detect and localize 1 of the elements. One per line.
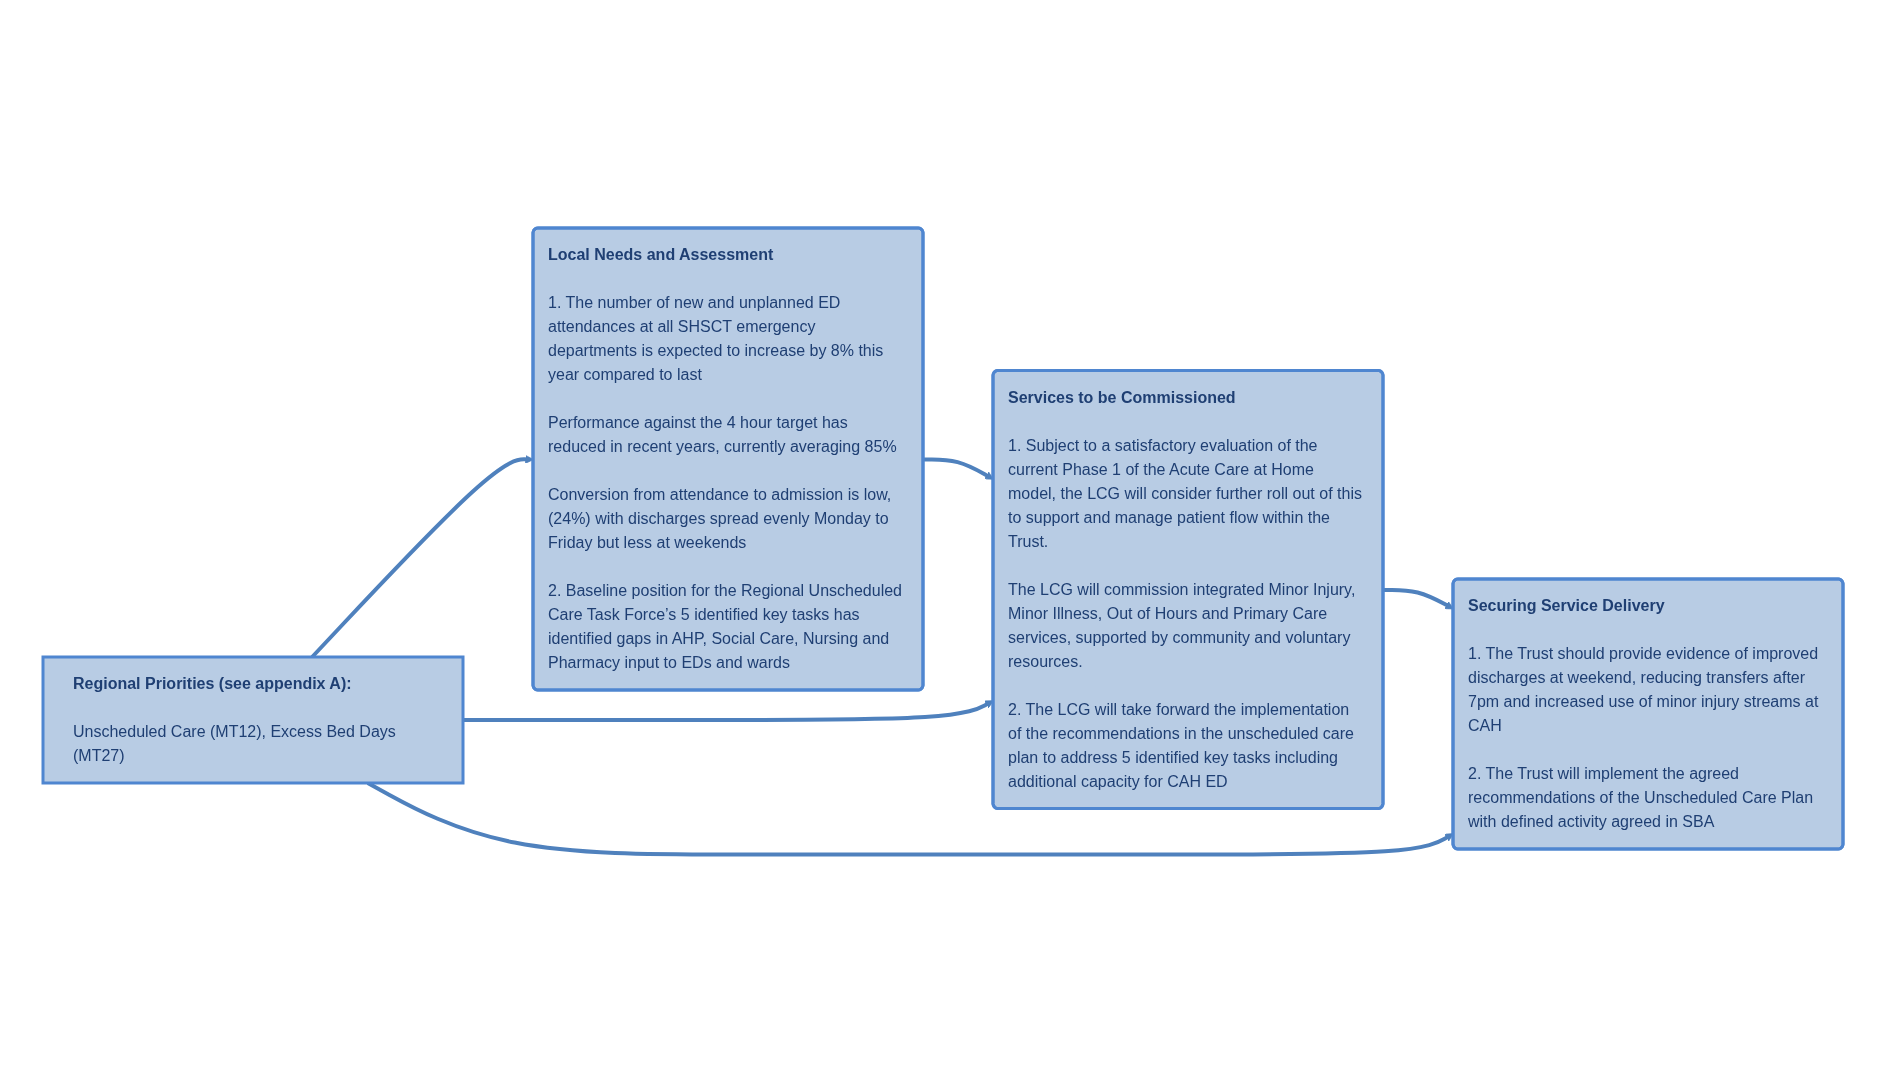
node-box: Regional Priorities (see appendix A): Unscheduled Care (MT12), Excess Bed Days (MT27) [41, 655, 464, 785]
